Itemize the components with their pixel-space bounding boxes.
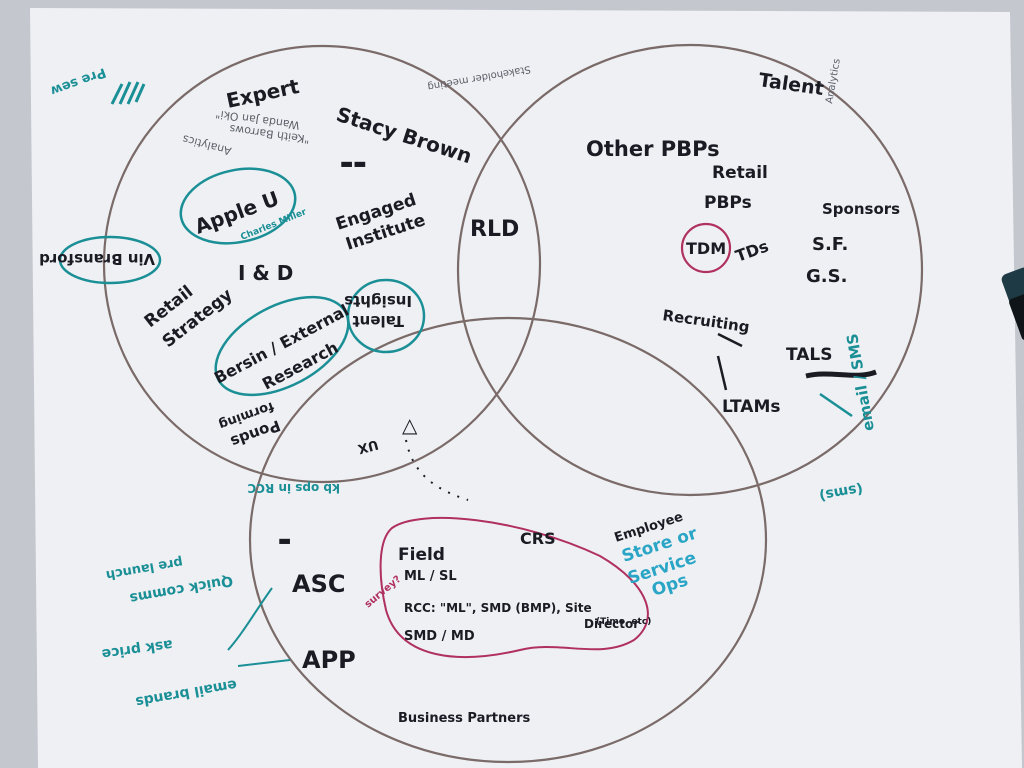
tals-label: TALS: [786, 345, 833, 365]
ltams-teal-line: [819, 392, 853, 418]
recruiting-ltams-line: [716, 355, 728, 391]
talent-circle: [456, 43, 924, 497]
sf-label: S.F.: [812, 234, 848, 255]
sponsors-label: Sponsors: [822, 200, 900, 218]
timo-label: (Timo, etc): [596, 617, 651, 627]
other-pbps-line1: Other PBPs: [586, 137, 720, 161]
field-circle: [248, 316, 768, 764]
asc-connector-line: [227, 587, 273, 651]
center-rld-label: RLD: [470, 217, 519, 242]
app-label: APP: [302, 646, 356, 674]
director-label: Director: [584, 617, 639, 631]
marker-pen: [1001, 267, 1024, 341]
apple-u-highlight: [179, 167, 297, 245]
field-scribble-mark: ▬: [278, 533, 291, 549]
vin-highlight: [58, 235, 162, 285]
business-partners-label: Business Partners: [398, 711, 530, 726]
insights-label: Insights: [344, 292, 412, 310]
scribble-mark: ▬▬: [340, 156, 366, 172]
ltams-label: LTAMs: [722, 397, 781, 417]
gs-label: G.S.: [806, 266, 847, 287]
bersin-highlight: [214, 295, 350, 397]
ml-sl-label: ML / SL: [404, 569, 457, 584]
id-label: I & D: [238, 261, 293, 285]
retail-pbps-line2: PBPs: [704, 193, 752, 213]
tdm-highlight: [680, 222, 732, 274]
triangle-mark: △: [402, 413, 418, 437]
email-sms-paren-note: (sms): [818, 480, 864, 503]
crs-label: CRS: [520, 529, 556, 548]
tals-scribble: [805, 369, 877, 379]
paper-sheet: [30, 8, 1022, 768]
rcc-label: RCC: "ML", SMD (BMP), Site: [404, 601, 592, 615]
kb-rcc-note: kb ops in RCC: [247, 481, 340, 495]
teal-hatch-mark: [110, 81, 146, 105]
insights-talent-label: Talent: [352, 312, 404, 330]
tdm-label: TDM: [686, 239, 726, 258]
field-highlight: [379, 516, 649, 658]
vin-label: Vin Bransford: [39, 250, 155, 268]
recruiting-tals-line: [717, 332, 743, 348]
marker-body: [1009, 293, 1024, 341]
dotted-connector: [405, 439, 469, 501]
app-connector-line: [237, 659, 291, 667]
field-label: Field: [398, 545, 445, 565]
ux-label: UX: [356, 436, 380, 456]
expert-circle: [102, 44, 542, 484]
asc-label: ASC: [292, 570, 345, 598]
retail-pbps-line1: Retail: [712, 163, 768, 183]
smd-md-label: SMD / MD: [404, 629, 475, 644]
